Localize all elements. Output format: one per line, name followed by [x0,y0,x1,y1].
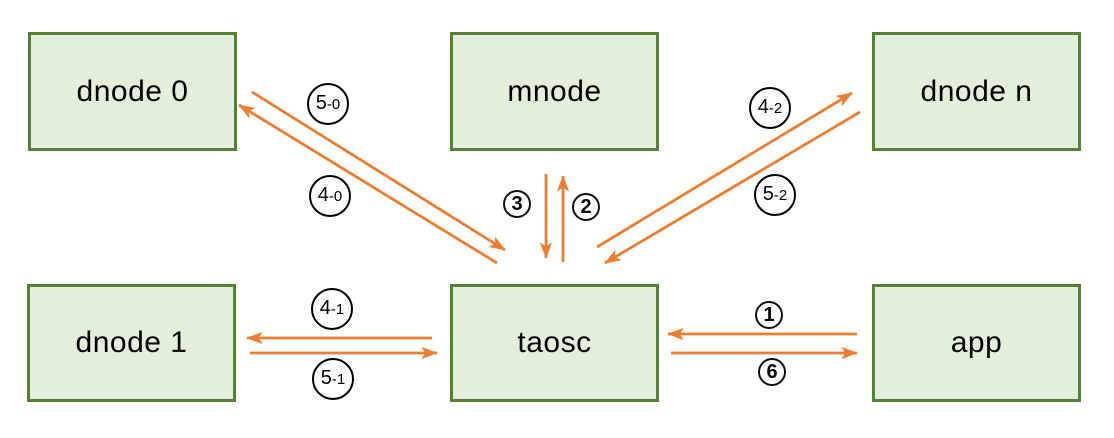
node-app: app [872,284,1081,402]
edge-label-5-2: 5-2 [754,174,796,216]
edge-label-4-1: 4-1 [311,288,353,330]
node-dnode-1-label: dnode 1 [75,326,188,359]
node-dnode-0: dnode 0 [28,32,237,151]
node-mnode-label: mnode [507,74,602,108]
node-dnode-1: dnode 1 [27,284,236,402]
node-dnode-n-label: dnode n [920,74,1033,108]
node-taosc: taosc [450,284,659,402]
node-dnode-n: dnode n [872,32,1081,151]
edge-5-0-dnode0-to-taosc [251,90,506,252]
edge-label-5-0: 5-0 [307,83,349,125]
node-taosc-label: taosc [517,326,592,359]
edge-label-4-0: 4-0 [309,175,351,217]
edge-label-4-2: 4-2 [749,87,791,129]
edge-4-2-taosc-to-dnoden [596,91,853,249]
edge-label-6: 6 [758,358,786,386]
edge-label-1: 1 [755,301,783,329]
node-mnode: mnode [450,32,659,151]
node-app-label: app [950,326,1003,359]
edge-4-0-taosc-to-dnode0 [238,103,498,265]
edge-label-2: 2 [572,193,600,221]
edge-label-5-1: 5-1 [312,358,354,400]
node-dnode-0-label: dnode 0 [76,74,189,108]
edge-5-2-dnoden-to-taosc [604,110,861,265]
edge-label-3: 3 [503,190,531,218]
